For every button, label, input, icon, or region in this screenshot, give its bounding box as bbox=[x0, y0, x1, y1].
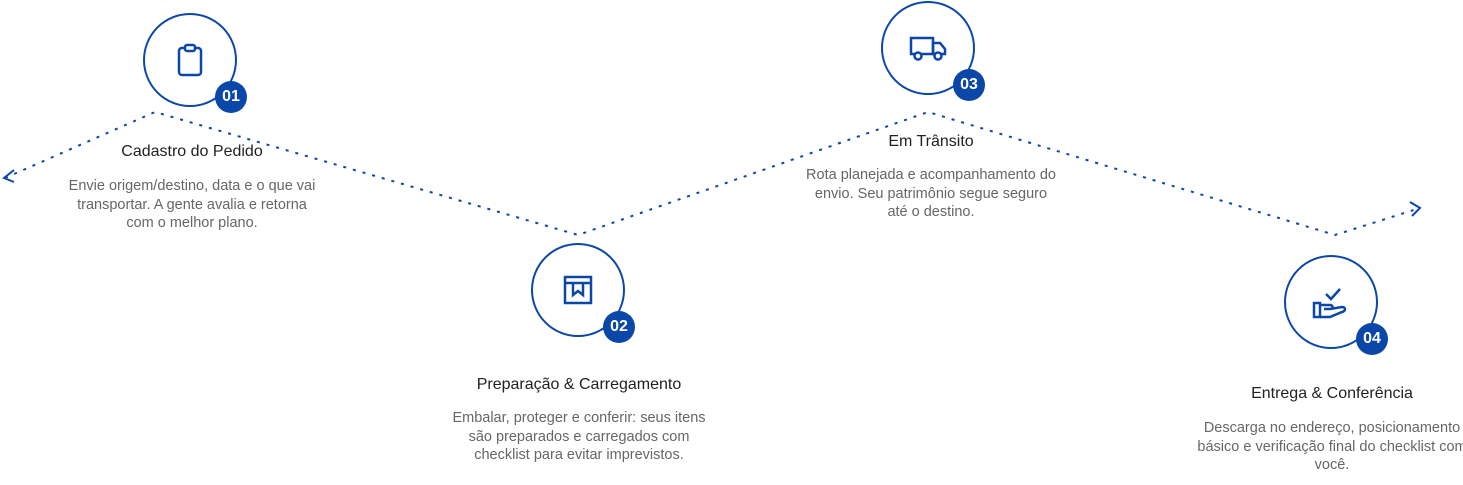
hand-check-icon bbox=[1312, 288, 1347, 319]
clipboard-icon bbox=[177, 43, 203, 77]
step-badge: 04 bbox=[1356, 323, 1388, 355]
step-circle-2: 02 bbox=[531, 243, 635, 343]
step-description: Envie origem/destino, data e o que vai t… bbox=[68, 178, 316, 231]
step-description: Embalar, proteger e conferir: seus itens… bbox=[452, 410, 706, 463]
step-title: Preparação & Carregamento bbox=[476, 376, 682, 393]
step-badge: 01 bbox=[215, 81, 247, 113]
step-badge: 02 bbox=[603, 311, 635, 343]
step-description: Rota planejada e acompanhamento do envio… bbox=[806, 167, 1056, 220]
truck-icon bbox=[909, 36, 947, 61]
arrow-right-icon bbox=[1409, 201, 1422, 217]
step-description: Descarga no endereço, posicionamento bás… bbox=[1197, 420, 1463, 473]
step-title: Entrega & Conferência bbox=[1251, 385, 1413, 402]
arrow-left-icon bbox=[2, 169, 15, 183]
package-icon bbox=[563, 275, 593, 305]
step-circle-3: 03 bbox=[881, 1, 985, 101]
step-badge: 03 bbox=[953, 69, 985, 101]
step-title: Cadastro do Pedido bbox=[121, 143, 263, 160]
step-circle-1: 01 bbox=[143, 13, 247, 113]
step-circle-4: 04 bbox=[1284, 255, 1388, 355]
step-title: Em Trânsito bbox=[888, 133, 974, 150]
